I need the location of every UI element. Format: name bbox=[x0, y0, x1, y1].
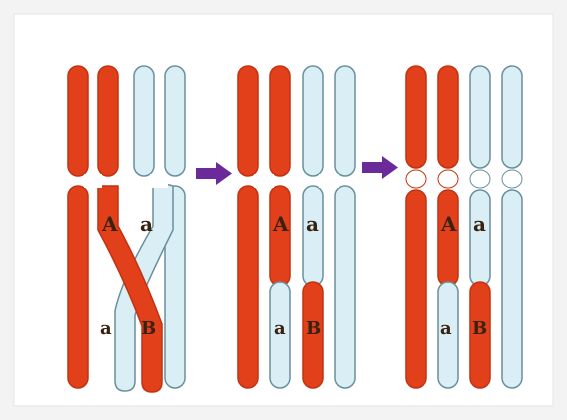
stage3-chromatid-4-upper bbox=[502, 66, 522, 168]
stage1-paternal-chromatid-1-upper bbox=[68, 66, 88, 176]
stage3-label-a: a bbox=[473, 212, 486, 236]
stage2-maternal-chromatid-1-lower-blue bbox=[303, 186, 323, 286]
stage2-maternal-chromatid-2-upper bbox=[335, 66, 355, 176]
stage2-label-B: B bbox=[306, 318, 321, 339]
stage3-centromere-3 bbox=[470, 170, 490, 188]
stage2-paternal-chromatid-2-upper bbox=[270, 66, 290, 176]
stage3-centromere-1 bbox=[406, 170, 426, 188]
stage3-chromatid-2-upper bbox=[438, 66, 458, 168]
stage2-label-a-lower: a bbox=[274, 318, 286, 339]
stage2-paternal-chromatid-2-lower-red bbox=[270, 186, 290, 286]
stage1-label-B: B bbox=[141, 318, 156, 339]
stage2-centromere-paternal bbox=[254, 174, 274, 188]
stage1-label-A: A bbox=[101, 212, 118, 236]
stage2-paternal-chromatid-1-lower bbox=[238, 186, 258, 388]
stage1-maternal-chromatid-1-upper bbox=[134, 66, 154, 176]
stage3-chromatid-1-lower bbox=[406, 190, 426, 388]
stage3-chromatid-1-upper bbox=[406, 66, 426, 168]
stage2-centromere-maternal bbox=[319, 174, 339, 188]
stage1-paternal-chromatid-1-lower bbox=[68, 186, 88, 388]
stage3-centromere-2 bbox=[438, 170, 458, 188]
stage1-paternal-chromatid-2-upper bbox=[98, 66, 118, 176]
stage1-centromere-maternal bbox=[150, 174, 168, 188]
stage2-paternal-chromatid-1-upper bbox=[238, 66, 258, 176]
stage3-centromere-4 bbox=[502, 170, 522, 188]
stage3-label-B: B bbox=[472, 318, 487, 339]
stage1-centromere-paternal bbox=[84, 174, 102, 188]
stage2-label-A: A bbox=[272, 212, 289, 236]
stage1-maternal-chromatid-2-upper bbox=[165, 66, 185, 176]
stage1-label-a: a bbox=[140, 212, 153, 236]
stage3-chromatid-2-lower-red bbox=[438, 190, 458, 286]
stage3-chromatid-3-upper bbox=[470, 66, 490, 168]
stage1-label-a-lower: a bbox=[100, 318, 112, 339]
stage3-chromatid-4-lower bbox=[502, 190, 522, 388]
stage2-maternal-chromatid-1-upper bbox=[303, 66, 323, 176]
stage2-label-a: a bbox=[306, 212, 319, 236]
stage3-chromatid-3-lower-blue bbox=[470, 190, 490, 286]
stage3-label-A: A bbox=[440, 212, 457, 236]
stage2-maternal-chromatid-2-lower bbox=[335, 186, 355, 388]
stage3-label-a-lower: a bbox=[440, 318, 452, 339]
